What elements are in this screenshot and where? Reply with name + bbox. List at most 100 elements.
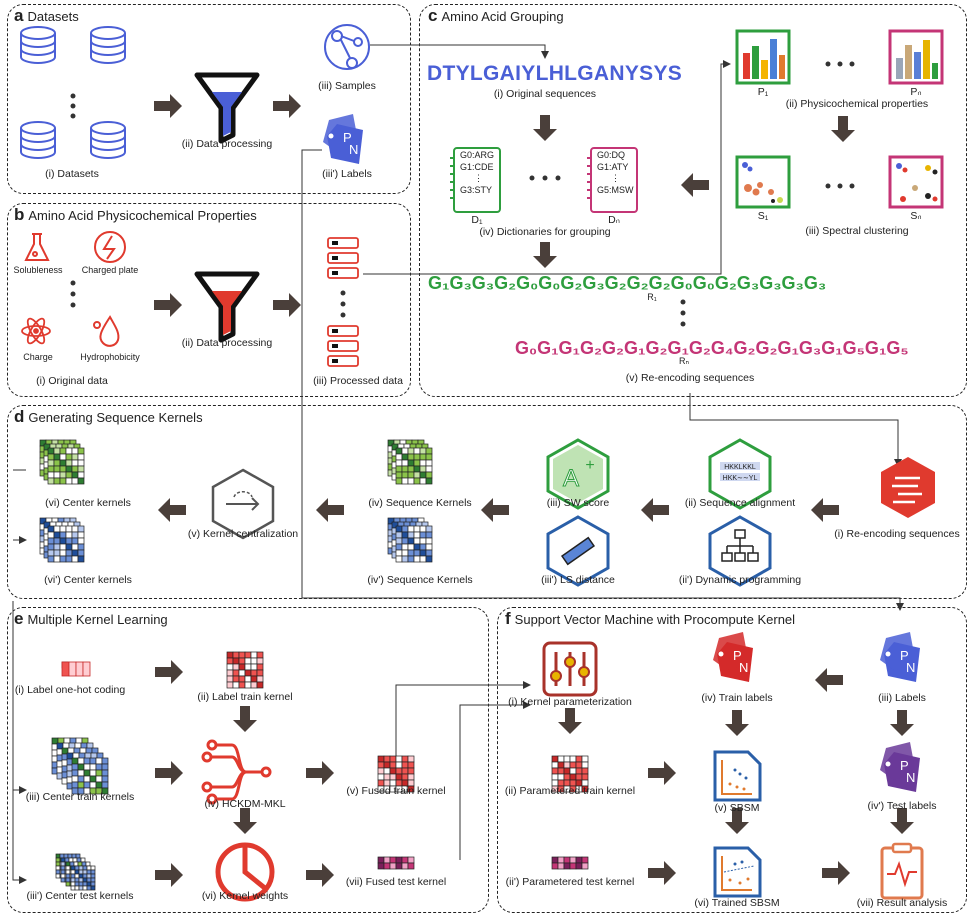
svg-text:HKKLKKL: HKKLKKL (724, 464, 756, 471)
reencoded-sequence-rn: G₀G₁G₁G₂G₂G₁G₂G₁G₂G₄G₂G₂G₁G₃G₁G₅G₁G₅ (515, 338, 909, 358)
processed-data-icon (327, 237, 359, 367)
center-test-kernels-label: (iii') Center test kernels (26, 890, 134, 902)
hydrophobicity-drop-icon (93, 315, 120, 347)
hckdm-mkl-icon (201, 739, 272, 805)
physicochemical-properties-label: (ii) Physicochemical properties (785, 98, 929, 110)
hydrophobicity-label: Hydrophobicity (80, 352, 140, 362)
onehot-vector (61, 661, 91, 677)
ls-distance-label: (iii') LS distance (541, 574, 615, 586)
database-icon (90, 26, 126, 64)
center-kernel-matrix-ls (47, 525, 85, 563)
reencoding-sequences-label: (v) Re-encoding sequences (625, 372, 755, 384)
sequence-kernel-matrix (395, 447, 433, 485)
datasets-label: (i) Datasets (45, 168, 99, 180)
train-labels-label: (iv) Train labels (701, 692, 773, 704)
spectral-cluster-s1 (735, 155, 791, 209)
solubleness-flask-icon (24, 233, 50, 261)
parametered-train-kernel-label: (ii) Parametered train kernel (504, 785, 636, 797)
center-kernels-label-2: (vi') Center kernels (44, 574, 132, 586)
label-onehot-label: (i) Label one-hot coding (14, 684, 126, 696)
center-kernels-label: (vi) Center kernels (45, 497, 131, 509)
charge-atom-icon (21, 317, 51, 345)
parametered-test-kernel-label: (ii') Parametered test kernel (505, 876, 635, 888)
dynamic-programming-hexagon-icon (708, 515, 772, 587)
fused-train-kernel-label: (v) Fused train kernel (346, 785, 446, 797)
dictionary-d1 (450, 147, 501, 213)
ls-distance-hexagon-icon (546, 515, 610, 587)
original-sequence: DTYLGAIYLHLGANYSYS (427, 62, 683, 85)
d1-label: D₁ (471, 214, 483, 226)
funnel-icon-red (194, 271, 260, 343)
parametered-train-kernel-matrix (551, 755, 589, 793)
label-train-kernel-matrix (226, 651, 264, 689)
kernel-weights-label: (vi) Kernel weights (201, 890, 289, 902)
panel-b (7, 203, 411, 397)
center-kernel-matrix (47, 447, 85, 485)
trained-sbsm-label: (vi) Trained SBSM (694, 897, 780, 909)
test-labels-tag-icon (880, 742, 920, 792)
database-icon (20, 26, 56, 64)
data-processing-label-b: (ii) Data processing (181, 337, 273, 349)
hckdm-mkl-label: (iv) HCKDM-MKL (204, 798, 286, 810)
svg-text:A: A (563, 465, 579, 492)
sbsm-label: (v) SBSM (714, 802, 760, 814)
panel-a (7, 4, 411, 194)
center-train-kernels-label: (iii) Center train kernels (25, 791, 135, 803)
reencoding-hexagon-icon (881, 457, 935, 518)
charged-plate-label: Charged plate (81, 265, 139, 275)
center-train-kernel-matrix (71, 757, 109, 795)
svg-text:HKK∼∼YL: HKK∼∼YL (723, 475, 758, 482)
processed-data-label: (iii) Processed data (313, 375, 403, 387)
s1-label: S₁ (757, 210, 769, 222)
sequence-kernels-label: (iv) Sequence Kernels (368, 497, 472, 509)
center-test-kernel-matrix (70, 865, 96, 891)
database-icon (20, 121, 56, 159)
sw-score-hexagon-icon: A + (546, 438, 610, 510)
labels-tag-icon (323, 114, 363, 164)
samples-network-icon (324, 24, 370, 70)
sequence-kernels-label-2: (iv') Sequence Kernels (367, 574, 473, 586)
sbsm-icon (713, 750, 762, 802)
spectral-clustering-label: (iii) Spectral clustering (805, 225, 909, 237)
labels-label-a: (iii') Labels (322, 168, 372, 180)
fused-test-kernel-matrix (377, 856, 415, 870)
spectral-cluster-sn (888, 155, 944, 209)
parametered-test-kernel-matrix (551, 856, 589, 870)
reencoding-label-d: (i) Re-encoding sequences (834, 528, 960, 540)
sn-label: Sₙ (910, 210, 922, 222)
dn-label: Dₙ (608, 214, 620, 226)
samples-label: (iii) Samples (318, 80, 376, 92)
database-icon (90, 121, 126, 159)
sw-score-label: (iii) SW score (546, 497, 610, 509)
svg-text:+: + (585, 457, 594, 474)
fused-train-kernel-matrix (377, 755, 415, 793)
rn-label: Rₙ (678, 356, 690, 366)
property-chart-p1 (735, 29, 791, 85)
sequence-kernel-matrix-ls (395, 525, 433, 563)
test-labels-label: (iv') Test labels (867, 800, 937, 812)
dictionaries-label: (iv) Dictionaries for grouping (479, 226, 611, 238)
original-data-label: (i) Original data (36, 375, 108, 387)
fused-test-kernel-label: (vii) Fused test kernel (345, 876, 447, 888)
solubleness-label: Solubleness (13, 265, 63, 275)
alignment-hexagon-icon: HKKLKKL HKK∼∼YL (708, 438, 772, 510)
pn-label: Pₙ (910, 86, 922, 98)
sequence-alignment-label: (ii) Sequence alignment (684, 497, 796, 509)
panel-e (7, 607, 489, 913)
kernel-parameterization-label: (i) Kernel parameterization (508, 696, 632, 708)
original-sequences-label: (i) Original sequences (493, 88, 597, 100)
labels-tag-icon-f (880, 632, 920, 682)
data-processing-label-a: (ii) Data processing (181, 138, 273, 150)
p1-label: P₁ (757, 86, 769, 98)
panel-c (419, 4, 967, 397)
panel-f (497, 607, 967, 913)
kernel-centralization-hexagon-icon (211, 468, 275, 540)
dynamic-programming-label: (ii') Dynamic programming (678, 574, 802, 586)
